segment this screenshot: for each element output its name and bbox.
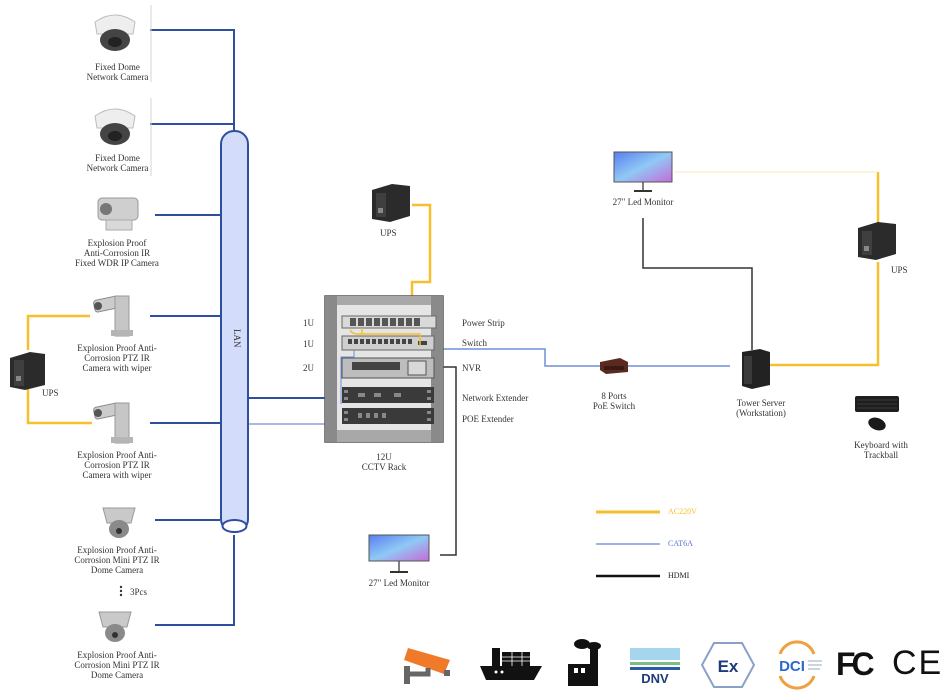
ce-logo: CE [892,644,944,682]
power-wire-right-ups-server [770,262,880,367]
rack-poe-extender [342,408,434,424]
camera-label: Explosion Proof Anti- Corrosion PTZ IR C… [77,450,157,480]
rack-title: 12U CCTV Rack [361,452,407,472]
more-dots-icon [119,585,123,597]
power-strip-sockets [350,318,420,326]
ups-icon-right [858,222,896,260]
legend-label-ac220v: AC220V [668,507,697,516]
camera-label: Fixed Dome Network Camera [86,153,149,173]
power-wire-right-ups-top [838,171,879,225]
ups-label-rack: UPS [380,228,397,238]
camera-label: Explosion Proof Anti- Corrosion Mini PTZ… [74,650,160,680]
dnv-logo: DNV [630,648,680,686]
ups-label-right: UPS [891,265,908,275]
keyboard-trackball-icon [855,396,899,431]
power-wire-ups-left-top [26,314,90,350]
monitor-label-bottom: 27" Led Monitor [368,578,430,588]
ptz-camera-wiper-icon [93,295,133,337]
rack-unit-name: Switch [462,338,488,348]
mini-ptz-dome-camera-icon [98,611,132,642]
switch-ports [348,339,427,345]
camera-label: Explosion Proof Anti- Corrosion PTZ IR C… [77,343,157,373]
nvr-bay [407,360,427,376]
fixed-dome-camera-icon [94,14,136,51]
nvr-display [352,362,400,370]
rack-unit-size: 1U [303,318,314,328]
led-monitor-icon-top [613,151,673,192]
hdmi-wire-nvr-monitor [432,366,457,556]
ex-logo: Ex [700,642,756,688]
factory-logo [568,639,601,686]
rack-unit-name: POE Extender [462,414,514,424]
ups-icon-left [10,352,45,390]
power-wire-rack-ups [410,203,432,318]
wire-cam1 [150,29,235,130]
camera-label: Explosion Proof Anti-Corrosion IR Fixed … [75,238,159,268]
rack-top [337,296,431,305]
rack-post-right [431,296,443,442]
fixed-dome-camera-icon [94,108,136,145]
wire-cam7 [155,535,235,626]
rack-bottom [337,430,431,442]
cat6a-wire-switch-poe [437,348,600,367]
rack-power-strip [341,315,437,329]
ups-label-left: UPS [42,388,59,398]
rack-unit-size: 2U [303,363,314,373]
rack-network-extender [342,387,434,403]
rack-post-left [325,296,337,442]
tower-server-label: Tower Server (Workstation) [736,398,786,418]
lan-label: LAN [232,329,242,348]
legend-label-hdmi: HDMI [668,571,690,580]
monitor-label-top: 27" Led Monitor [612,197,674,207]
legend-label-cat6a: CAT6A [668,539,693,548]
fcc-logo: FC [836,646,875,682]
ptz-camera-wiper-icon [93,402,133,444]
ex-text: Ex [718,657,739,676]
dnv-text: DNV [641,671,669,686]
tower-server-icon [742,349,770,389]
camera-label: Explosion Proof Anti- Corrosion Mini PTZ… [74,545,160,575]
lan-wiring [150,29,345,626]
camera-count-note: 3Pcs [130,587,148,597]
mini-ptz-dome-camera-icon [102,507,136,538]
dci-logo: DCI [778,640,822,690]
led-monitor-icon-bottom [368,534,430,573]
legend [596,510,660,578]
rack-unit-name: NVR [462,363,482,373]
poe-switch-icon [600,358,628,374]
keyboard-label: Keyboard with Trackball [854,440,908,460]
dci-text: DCI [779,658,805,675]
cctv-rack [324,295,444,443]
rack-internal-power [349,328,421,346]
lan-cylinder-end [221,519,248,533]
poe-switch-label: 8 Ports PoE Switch [592,391,636,411]
rack-unit-name: Network Extender [462,393,529,403]
hdmi-wire-monitor-server [642,218,753,350]
cctv-camera-logo [404,648,450,684]
camera-label: Fixed Dome Network Camera [86,62,149,82]
explosion-proof-fixed-camera-icon [97,197,139,231]
rack-unit-name: Power Strip [462,318,505,328]
rack-unit-size: 1U [303,339,314,349]
lan-bus: LAN [220,130,249,533]
cargo-ship-logo [480,648,542,680]
power-wire-ups-left-bottom [26,388,92,425]
ups-icon-rack [372,184,410,222]
